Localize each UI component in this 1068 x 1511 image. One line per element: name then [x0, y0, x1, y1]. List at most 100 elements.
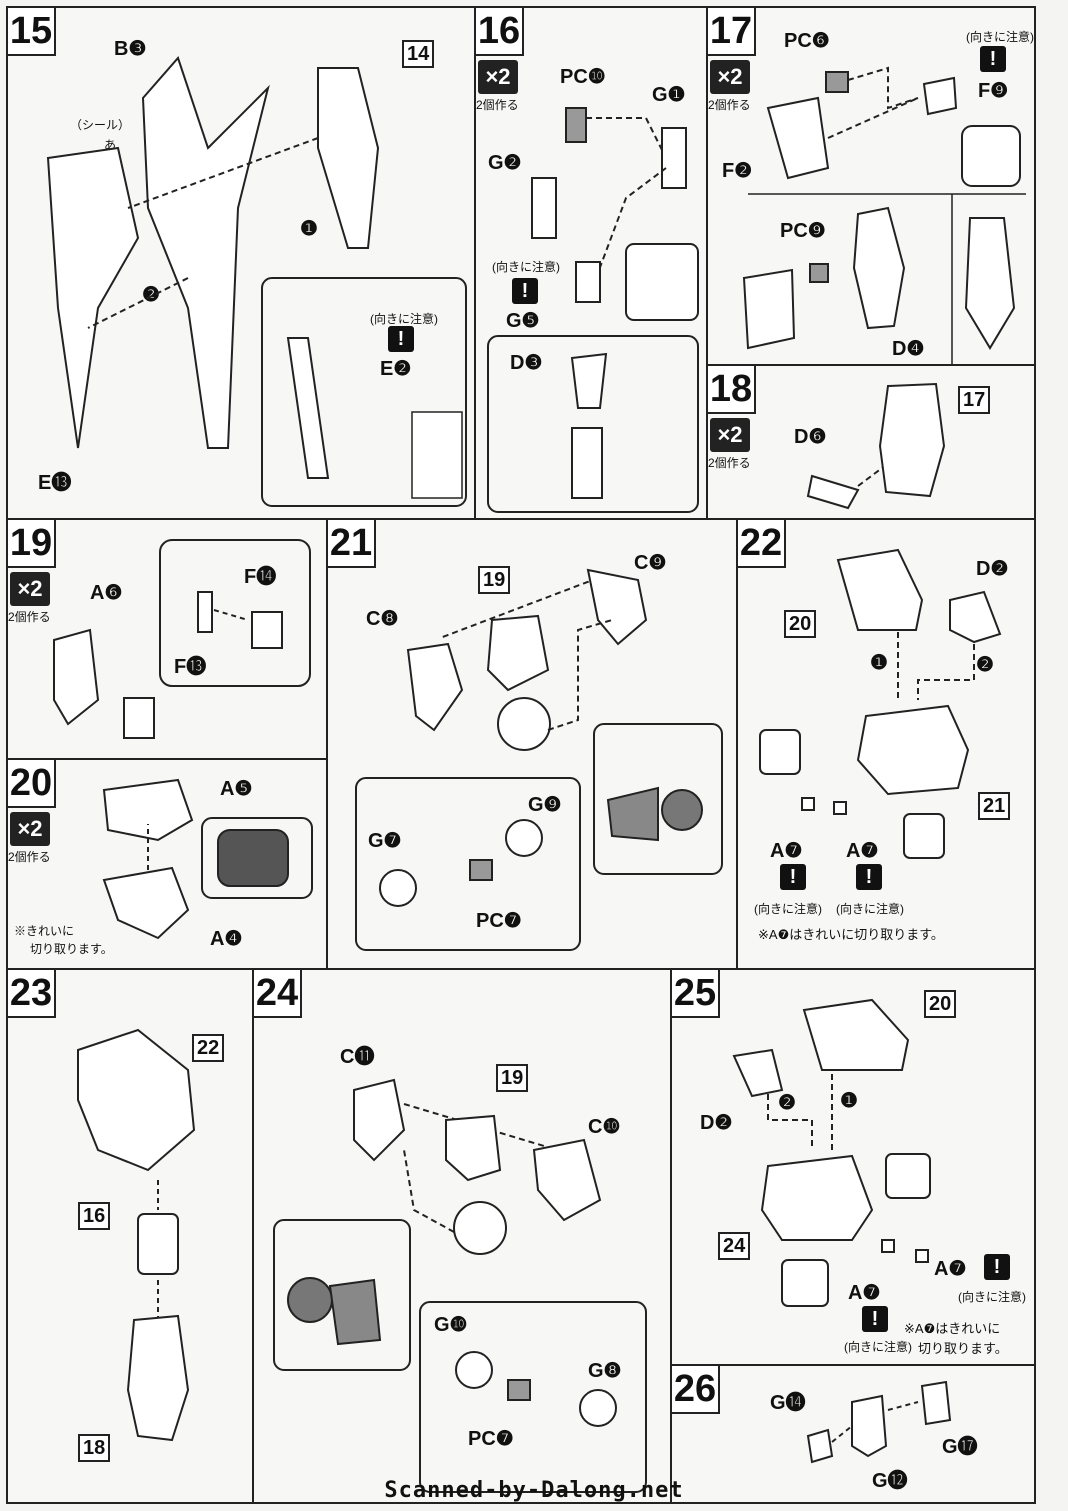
caution-icon-left: !	[780, 864, 806, 890]
caution-icon: !	[388, 326, 414, 352]
caution-label-left: (向きに注意)	[844, 1340, 912, 1354]
arrow-number-2: ❷	[976, 654, 994, 676]
caution-icon-right: !	[856, 864, 882, 890]
step-25-illustration	[732, 998, 931, 1307]
caution-icon: !	[512, 278, 538, 304]
quantity-note: 2個作る	[8, 850, 51, 864]
arrow-number-2: ❷	[778, 1092, 796, 1114]
step-20-panel: 20 ×2 2個作る A❺ A❹ ※きれいに 切り取ります。	[6, 758, 328, 970]
part-label-d2: D❷	[976, 558, 1009, 580]
quantity-note: 2個作る	[708, 456, 751, 470]
quantity-note: 2個作る	[476, 98, 519, 112]
caution-label: (向きに注意)	[370, 312, 438, 326]
part-label-d3: D❸	[510, 352, 543, 374]
quantity-badge: ×2	[10, 812, 50, 846]
part-label-g14: G⓮	[770, 1392, 806, 1414]
step-26-panel: 26 G⓮ G⓱ G⓬	[670, 1364, 1036, 1504]
part-label-c11: C⓫	[340, 1046, 375, 1068]
step-15-illustration	[46, 56, 467, 507]
part-label-g8: G❽	[588, 1360, 622, 1382]
quantity-note: 2個作る	[8, 610, 51, 624]
step-17-panel: 17 ×2 2個作る PC❻ (向きに注意) ! F❾ F❷ PC❾ D❹	[706, 6, 1036, 366]
part-label-a6: A❻	[90, 582, 123, 604]
step-ref-18: 18	[78, 1434, 111, 1462]
part-label-g9: G❾	[528, 794, 562, 816]
caution-icon-left: !	[862, 1306, 888, 1332]
part-label-g12: G⓬	[872, 1470, 908, 1492]
step-ref-20: 20	[784, 610, 817, 638]
arrow-number-2: ❷	[142, 284, 160, 306]
step-number: 17	[708, 8, 756, 56]
part-label-c8: C❽	[366, 608, 399, 630]
step-number: 18	[708, 366, 756, 414]
quantity-badge: ×2	[710, 418, 750, 452]
part-label-pc6: PC❻	[784, 30, 830, 52]
step-ref-16: 16	[78, 1202, 111, 1230]
step-20-illustration	[102, 778, 313, 940]
part-label-a7-left: A❼	[770, 840, 803, 862]
caution-label-right: (向きに注意)	[958, 1290, 1026, 1304]
part-label-d2: D❷	[700, 1112, 733, 1134]
cut-note-line2: 切り取ります。	[30, 942, 113, 956]
step-number: 20	[8, 760, 56, 808]
part-label-a7-right: A❼	[846, 840, 879, 862]
step-25-panel: 25 20 D❷ ❷ ❶ 24 A❼ ! (向きに注意) A❼ ! (向きに注意…	[670, 968, 1036, 1366]
step-24-illustration	[273, 1078, 647, 1493]
part-label-f14: F⓮	[244, 566, 277, 588]
part-label-f13: F⓭	[174, 656, 207, 678]
step-number: 15	[8, 8, 56, 56]
caution-label-left: (向きに注意)	[754, 902, 822, 916]
part-label-e13: E⓭	[38, 472, 72, 494]
step-number: 24	[254, 970, 302, 1018]
part-label-g17: G⓱	[942, 1436, 978, 1458]
step-ref-20: 20	[924, 990, 957, 1018]
step-16-illustration	[487, 107, 699, 513]
part-label-a4: A❹	[210, 928, 243, 950]
step-number: 26	[672, 1366, 720, 1414]
part-label-g10: G❿	[434, 1314, 468, 1336]
step-ref-14: 14	[402, 40, 435, 68]
part-label-pc7: PC❼	[476, 910, 522, 932]
cut-note-line2: 切り取ります。	[918, 1341, 1008, 1356]
caution-label: (向きに注意)	[492, 260, 560, 274]
step-ref-19: 19	[496, 1064, 529, 1092]
step-ref-21: 21	[978, 792, 1011, 820]
step-22-illustration	[759, 548, 1002, 859]
quantity-badge: ×2	[710, 60, 750, 94]
step-24-panel: 24 C⓫ 19 C❿ G❿ G❽ PC❼	[252, 968, 672, 1504]
step-26-illustration	[806, 1380, 952, 1464]
step-16-panel: 16 ×2 2個作る PC❿ G❶ G❷ (向きに注意) ! G❺ D❸	[474, 6, 708, 520]
part-label-d6: D❻	[794, 426, 827, 448]
step-15-panel: 15 B❸ 14 （シール） あ E⓭ (向きに注意) ! E❷ ❶ ❷	[6, 6, 476, 520]
caution-icon: !	[980, 46, 1006, 72]
part-label-a7-left: A❼	[848, 1282, 881, 1304]
part-label-e2: E❷	[380, 358, 412, 380]
step-number: 16	[476, 8, 524, 56]
part-label-a5: A❺	[220, 778, 253, 800]
step-number: 23	[8, 970, 56, 1018]
step-23-illustration	[77, 1028, 196, 1442]
arrow-number-1: ❶	[300, 218, 318, 240]
part-label-d4: D❹	[892, 338, 925, 360]
footer-credit: Scanned-by-Dalong.net	[384, 1478, 684, 1503]
part-label-c9: C❾	[634, 552, 667, 574]
part-label-f9: F❾	[978, 80, 1009, 102]
step-17-illustration	[742, 66, 1026, 364]
step-ref-19: 19	[478, 566, 511, 594]
part-label-pc10: PC❿	[560, 66, 606, 88]
step-18-illustration	[806, 382, 946, 510]
step-19-illustration	[53, 539, 311, 739]
cut-note: ※A❼はきれいに切り取ります。	[758, 927, 944, 942]
step-number: 19	[8, 520, 56, 568]
caution-icon-right: !	[984, 1254, 1010, 1280]
part-label-g5: G❺	[506, 310, 540, 332]
part-label-c10: C❿	[588, 1116, 621, 1138]
step-21-illustration	[355, 568, 723, 951]
part-label-g7: G❼	[368, 830, 402, 852]
quantity-badge: ×2	[478, 60, 518, 94]
arrow-number-1: ❶	[840, 1090, 858, 1112]
caution-label: (向きに注意)	[966, 30, 1034, 44]
cut-note-line1: ※A❼はきれいに	[904, 1321, 1001, 1336]
step-21-panel: 21 C❽ 19 C❾ G❾ G❼ PC❼	[326, 518, 738, 970]
part-label-a7-right: A❼	[934, 1258, 967, 1280]
